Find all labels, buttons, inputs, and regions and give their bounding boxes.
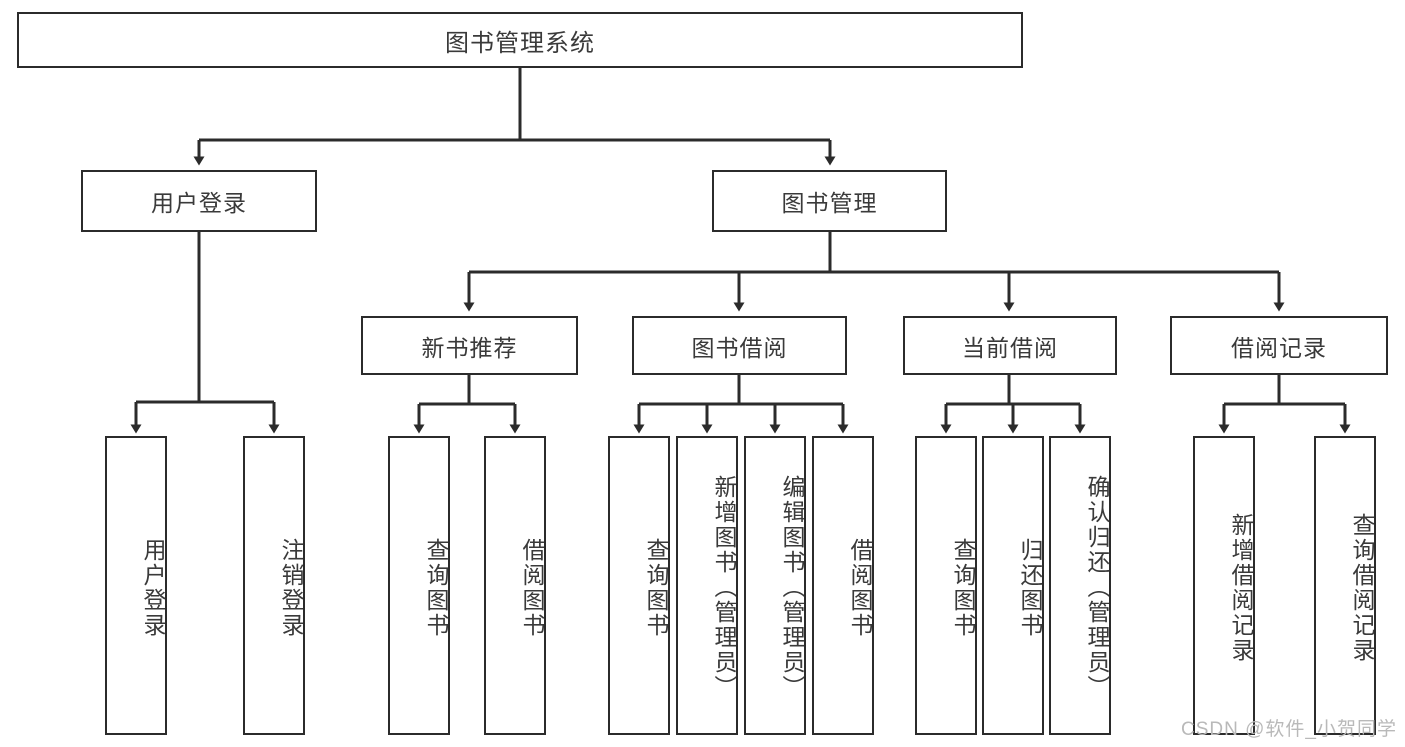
- node-leaf-3[interactable]: 借阅图书: [484, 436, 546, 735]
- node-level2-1[interactable]: 图书管理: [712, 170, 947, 232]
- node-leaf-2[interactable]: 查询图书: [388, 436, 450, 735]
- node-level3-1[interactable]: 图书借阅: [632, 316, 847, 375]
- node-level2-0[interactable]: 用户登录: [81, 170, 317, 232]
- node-leaf-7[interactable]: 借阅图书: [812, 436, 874, 735]
- watermark-text: CSDN @软件_小贺同学: [1181, 719, 1397, 740]
- node-leaf-12[interactable]: 查询借阅记录: [1314, 436, 1376, 735]
- node-leaf-4[interactable]: 查询图书: [608, 436, 670, 735]
- node-leaf-8[interactable]: 查询图书: [915, 436, 977, 735]
- node-leaf-0[interactable]: 用户登录: [105, 436, 167, 735]
- node-leaf-11[interactable]: 新增借阅记录: [1193, 436, 1255, 735]
- node-level3-0[interactable]: 新书推荐: [361, 316, 578, 375]
- node-level3-3[interactable]: 借阅记录: [1170, 316, 1388, 375]
- node-root-book-management-system[interactable]: 图书管理系统: [17, 12, 1023, 68]
- node-leaf-6[interactable]: 编辑图书（管理员）: [744, 436, 806, 735]
- node-leaf-1[interactable]: 注销登录: [243, 436, 305, 735]
- node-leaf-5[interactable]: 新增图书（管理员）: [676, 436, 738, 735]
- node-level3-2[interactable]: 当前借阅: [903, 316, 1117, 375]
- node-leaf-9[interactable]: 归还图书: [982, 436, 1044, 735]
- node-leaf-10[interactable]: 确认归还（管理员）: [1049, 436, 1111, 735]
